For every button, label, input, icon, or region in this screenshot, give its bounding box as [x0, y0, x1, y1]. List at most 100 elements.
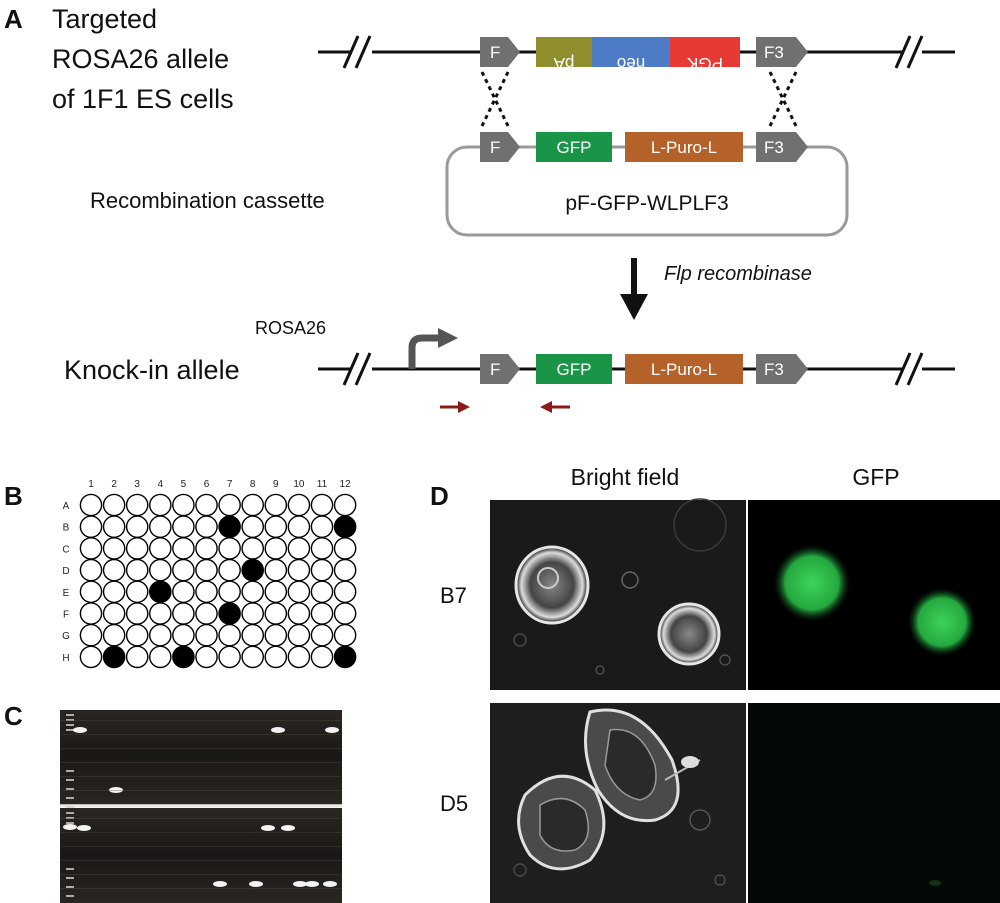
well	[148, 623, 172, 647]
well	[310, 537, 334, 560]
gel-bands	[60, 714, 342, 897]
micrograph-b7-gfp	[748, 500, 1000, 690]
well	[172, 623, 195, 647]
gel-band	[271, 727, 285, 733]
well	[195, 493, 218, 517]
well	[264, 645, 288, 669]
frt-f3-site-knockin: F3	[756, 354, 808, 384]
well	[264, 558, 288, 582]
frt-f-label-cassette: F	[490, 138, 500, 157]
plate-column-label: 3	[134, 479, 140, 490]
well	[241, 602, 264, 625]
cassette-title: Recombination cassette	[90, 188, 325, 213]
plate-column-label: 5	[181, 479, 187, 490]
well-positive	[218, 602, 241, 625]
well	[310, 602, 334, 625]
frt-f3-site-top: F3	[756, 37, 808, 67]
targeted-allele: F pA neo PGK F3	[318, 35, 955, 73]
frt-f-site-cassette: F	[480, 132, 520, 162]
gel-band	[323, 881, 337, 887]
well	[218, 645, 241, 669]
gel-ladder-band	[66, 822, 74, 824]
well	[79, 580, 103, 604]
well	[287, 558, 311, 582]
well	[195, 515, 218, 539]
crossover-left	[480, 71, 510, 127]
well	[333, 580, 357, 604]
plasmid-name: pF-GFP-WLPLF3	[565, 192, 728, 215]
row-label-b7: B7	[440, 583, 467, 608]
well-positive	[148, 580, 172, 604]
well	[310, 515, 334, 539]
gel-band	[293, 881, 307, 887]
well	[172, 493, 195, 517]
well	[287, 537, 311, 560]
neo-box: neo	[592, 37, 670, 73]
pgk-box: PGK	[670, 37, 740, 73]
plate-row-label: G	[62, 631, 70, 642]
gel-smear	[60, 846, 342, 847]
gel-band	[77, 825, 91, 831]
gel-bottom	[60, 808, 342, 903]
plate-row-label: H	[62, 653, 69, 664]
well	[172, 602, 195, 625]
pgk-label: PGK	[686, 54, 723, 73]
well	[241, 580, 264, 604]
well	[333, 602, 357, 625]
well	[310, 623, 334, 647]
gel-ladder-band	[66, 788, 74, 790]
col-label-gfp: GFP	[852, 464, 899, 490]
recombinase-arrow	[620, 258, 648, 320]
micrograph-b7-brightfield	[490, 498, 746, 690]
gel-ladder-band	[66, 729, 74, 731]
gfp-label-cassette: GFP	[557, 138, 592, 157]
well	[125, 493, 149, 517]
well	[79, 558, 103, 582]
gel-band	[73, 727, 87, 733]
locus-label: ROSA26	[255, 318, 326, 338]
well-positive	[102, 645, 126, 669]
well	[264, 515, 288, 539]
well	[218, 493, 241, 517]
plate-column-label: 8	[250, 479, 256, 490]
well	[287, 515, 311, 539]
gel-band	[305, 881, 319, 887]
gel-band	[109, 787, 123, 793]
well	[172, 558, 195, 582]
gel-band	[249, 881, 263, 887]
row-label-d5: D5	[440, 791, 468, 816]
gel-smear	[60, 860, 342, 861]
gel-top	[60, 710, 342, 804]
gel-band	[261, 825, 275, 831]
enzyme-label: Flp recombinase	[664, 263, 812, 285]
well	[310, 558, 334, 582]
frt-f3-label-knockin: F3	[764, 360, 784, 379]
well	[148, 493, 172, 517]
primer-reverse-icon	[540, 401, 570, 413]
frt-f-site-knockin: F	[480, 354, 520, 384]
well	[125, 515, 149, 539]
frt-f-label-knockin: F	[490, 360, 500, 379]
frt-f3-label-cassette: F3	[764, 138, 784, 157]
gel-smear	[60, 804, 342, 805]
neo-label: neo	[617, 54, 645, 73]
plate-column-label: 6	[204, 479, 210, 490]
well	[333, 537, 357, 560]
well	[333, 493, 357, 517]
plate-row-label: C	[62, 544, 69, 555]
well	[148, 515, 172, 539]
gel-ladder-band	[66, 779, 74, 781]
well	[333, 623, 357, 647]
promoter-arrow-icon	[408, 328, 458, 369]
pa-box: pA	[536, 37, 592, 73]
well	[125, 580, 149, 604]
well	[102, 623, 126, 647]
well	[310, 580, 334, 604]
well	[218, 537, 241, 560]
well	[310, 493, 334, 517]
gel-ladder-band	[66, 877, 74, 879]
gel-ladder-band	[66, 719, 74, 721]
plate-row-label: F	[63, 610, 69, 621]
